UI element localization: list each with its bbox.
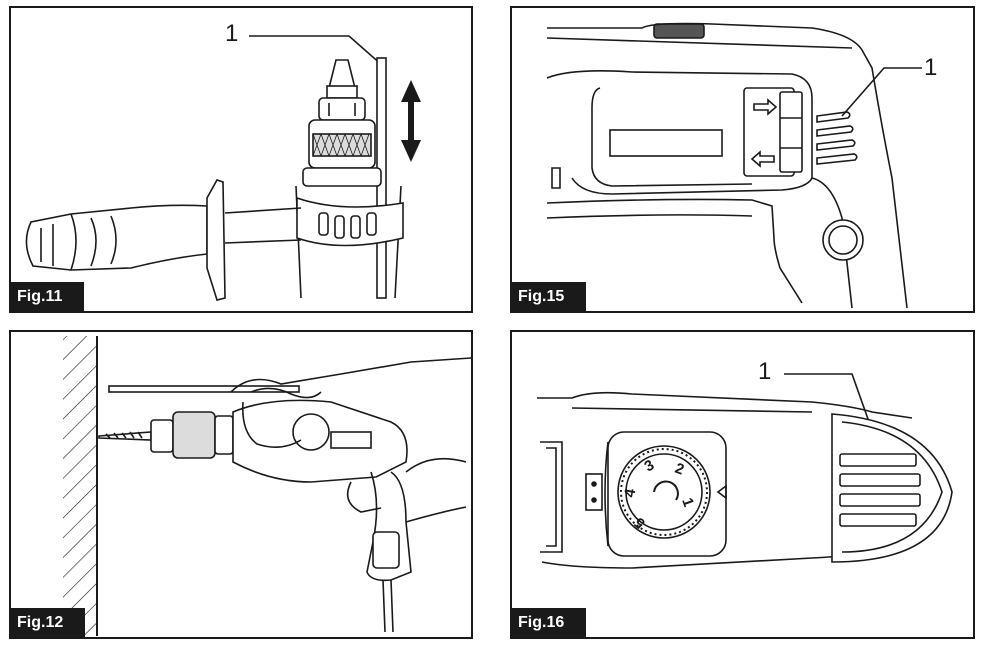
fig12-label: Fig.12	[11, 608, 86, 637]
fig11-label: Fig.11	[11, 282, 85, 311]
figure-16-panel: 1 2 3 4 5 1 Fig.16	[510, 330, 975, 639]
fig16-callout-number: 1	[758, 358, 772, 385]
figure-12-panel: Fig.12	[9, 330, 473, 639]
fig16-illustration: 1 2 3 4 5	[537, 373, 953, 569]
fig16-label: Fig.16	[512, 608, 587, 637]
fig15-illustration	[546, 22, 922, 309]
figure-15-panel: 1 Fig.15	[510, 6, 975, 313]
fig15-label: Fig.15	[512, 282, 587, 311]
dial-number-4: 4	[621, 487, 639, 499]
fig12-illustration	[63, 336, 471, 636]
fig11-illustration	[25, 35, 421, 301]
fig11-callout-number: 1	[225, 20, 239, 47]
figure-11-panel: 1 Fig.11	[9, 6, 473, 313]
fig15-callout-number: 1	[924, 54, 938, 81]
